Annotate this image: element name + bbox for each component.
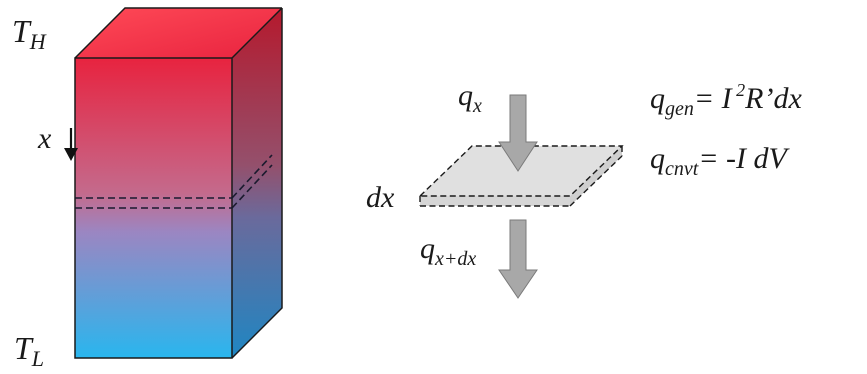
hot-temperature-label: TH bbox=[12, 13, 47, 54]
heat-in-arrow-icon bbox=[498, 94, 538, 172]
x-direction-arrow-icon bbox=[64, 128, 78, 161]
x-axis-label: x bbox=[37, 122, 52, 155]
leg-top-face bbox=[75, 8, 282, 58]
slab-top-face bbox=[420, 146, 622, 196]
thermoelectric-leg bbox=[74, 7, 283, 359]
slab-side-face bbox=[570, 146, 622, 206]
cold-temperature-label: TL bbox=[14, 330, 44, 371]
leg-outline bbox=[74, 7, 283, 359]
dx-slice-dashed bbox=[75, 154, 273, 209]
joule-heat-equation: qgen= I 2R’dx bbox=[650, 80, 802, 120]
heat-out-arrow-icon bbox=[498, 219, 538, 299]
dx-label: dx bbox=[366, 181, 395, 214]
heat-out-label: qx+dx bbox=[420, 232, 476, 270]
leg-side-face bbox=[232, 8, 282, 358]
convective-heat-equation: qcnvt= -I dV bbox=[650, 142, 791, 180]
slab-front-face bbox=[420, 196, 570, 206]
differential-slab bbox=[418, 145, 624, 207]
heat-in-label: qx bbox=[458, 79, 482, 117]
